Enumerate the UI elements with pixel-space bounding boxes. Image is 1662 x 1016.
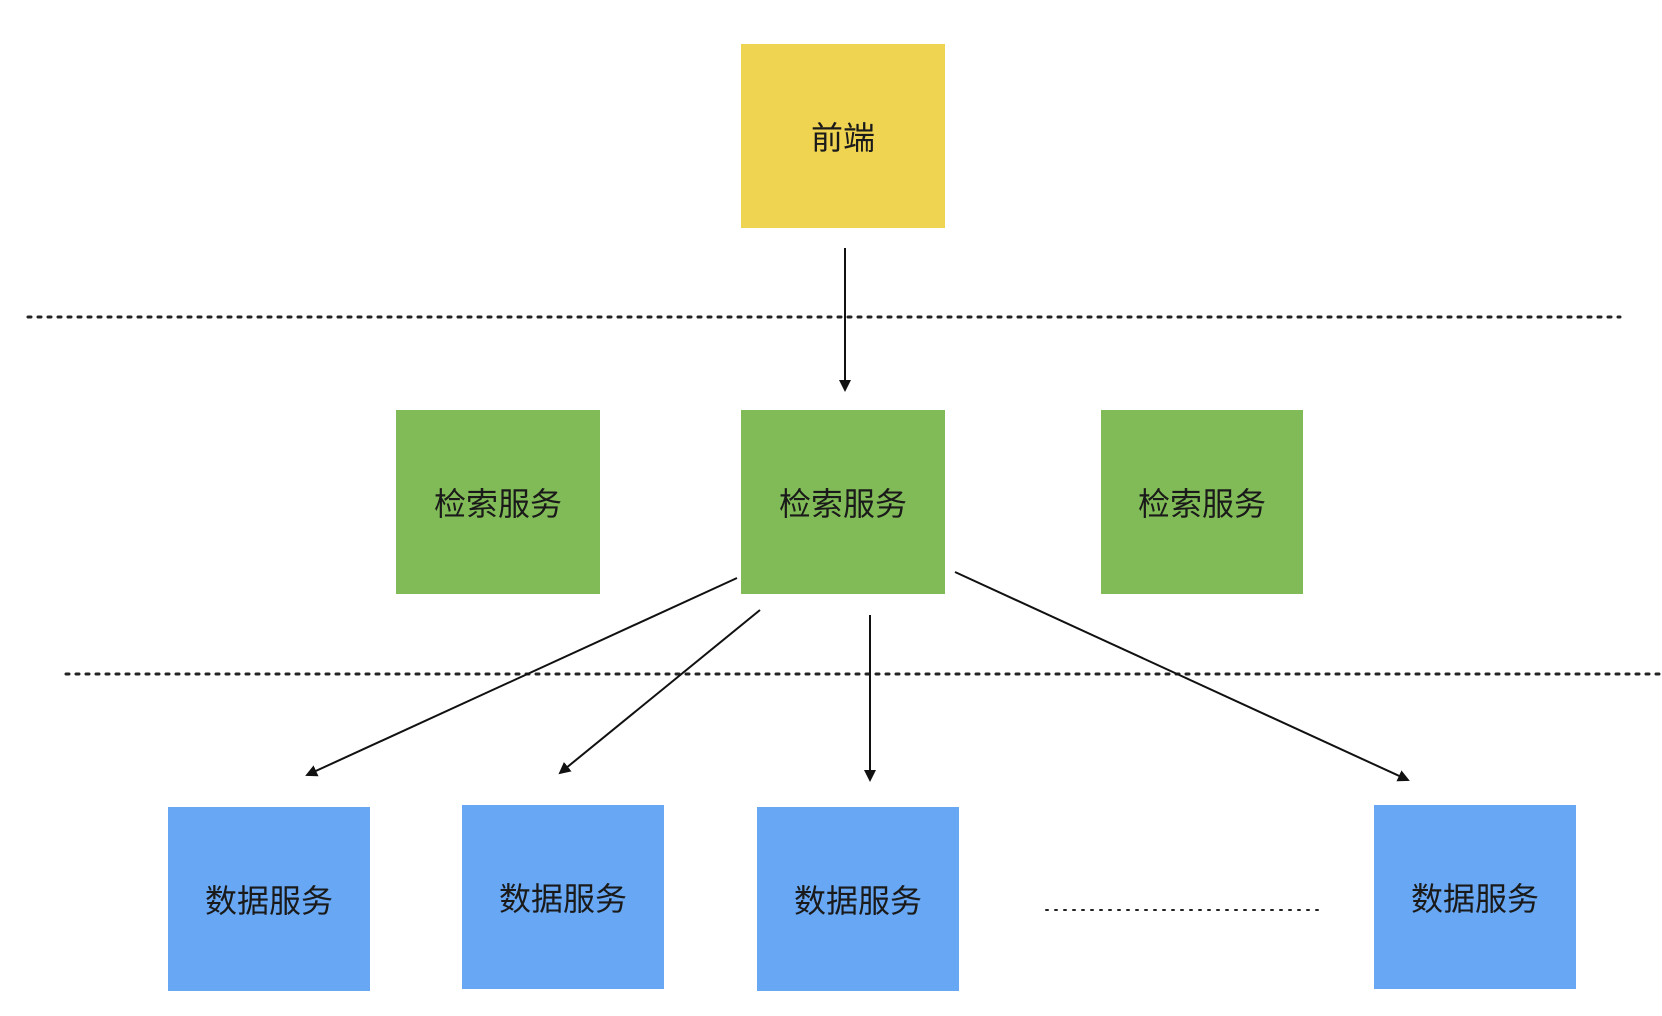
data-service-node: 数据服务 <box>1374 805 1576 989</box>
data-service-node: 数据服务 <box>462 805 664 989</box>
data-service-label: 数据服务 <box>498 880 627 918</box>
data-service-label: 数据服务 <box>204 882 333 920</box>
data-service-label: 数据服务 <box>793 882 922 920</box>
search-service-node: 检索服务 <box>1101 410 1303 594</box>
arrow-search-to-data-4 <box>954 571 1410 782</box>
search-service-label: 检索服务 <box>1137 485 1266 523</box>
frontend-node: 前端 <box>741 44 945 228</box>
search-service-label: 检索服务 <box>778 485 907 523</box>
arrow-search-to-data-1 <box>305 577 738 777</box>
search-service-label: 检索服务 <box>433 485 562 523</box>
search-service-node: 检索服务 <box>741 410 945 594</box>
frontend-label: 前端 <box>810 119 875 157</box>
data-service-node: 数据服务 <box>168 807 370 991</box>
data-service-node: 数据服务 <box>757 807 959 991</box>
search-service-node: 检索服务 <box>396 410 600 594</box>
data-service-label: 数据服务 <box>1410 880 1539 918</box>
arrow-search-to-data-2 <box>558 609 761 775</box>
